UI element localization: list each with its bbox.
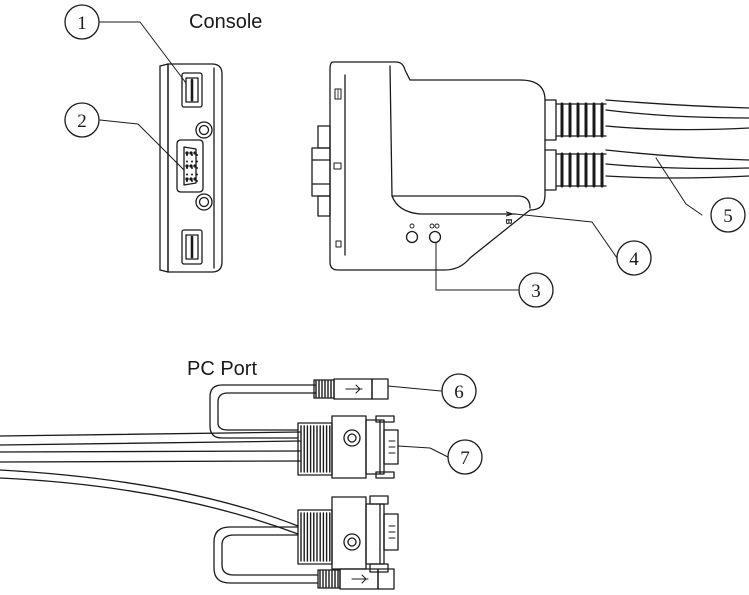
console-usb-port-top bbox=[181, 72, 203, 108]
vga-plug-upper bbox=[297, 415, 399, 479]
svg-text:5: 5 bbox=[723, 206, 733, 227]
console-vga-port bbox=[176, 121, 213, 211]
callout-2: 2 bbox=[64, 102, 100, 138]
callout-5: 5 bbox=[710, 197, 746, 233]
callout-4: 4 bbox=[616, 240, 652, 276]
callout-7: 7 bbox=[447, 439, 483, 475]
usb-plug-lower bbox=[317, 568, 395, 590]
usb-plug-upper bbox=[313, 378, 389, 400]
pc-port-label: PC Port bbox=[187, 358, 257, 380]
strain-relief-ribs bbox=[555, 102, 607, 188]
console-unit-side bbox=[159, 63, 223, 273]
svg-text:3: 3 bbox=[531, 281, 541, 302]
kvm-switch-body bbox=[311, 61, 546, 271]
callout-leaders bbox=[98, 21, 703, 458]
callout-1: 1 bbox=[64, 4, 100, 40]
callout-3: 3 bbox=[518, 272, 554, 308]
svg-text:2: 2 bbox=[77, 111, 87, 132]
pc-port-cables bbox=[0, 384, 319, 584]
vga-plug-lower bbox=[297, 495, 399, 573]
svg-text:1: 1 bbox=[77, 13, 87, 34]
ab-switch-mark: A B bbox=[504, 211, 513, 225]
vga-pin-grid bbox=[185, 151, 198, 182]
svg-text:4: 4 bbox=[629, 249, 639, 270]
svg-text:6: 6 bbox=[454, 382, 464, 403]
console-label: Console bbox=[189, 11, 262, 33]
console-usb-port-bottom bbox=[181, 229, 203, 265]
svg-text:7: 7 bbox=[460, 448, 470, 469]
callout-6: 6 bbox=[441, 373, 477, 409]
switch-cable-bundle bbox=[544, 99, 749, 191]
